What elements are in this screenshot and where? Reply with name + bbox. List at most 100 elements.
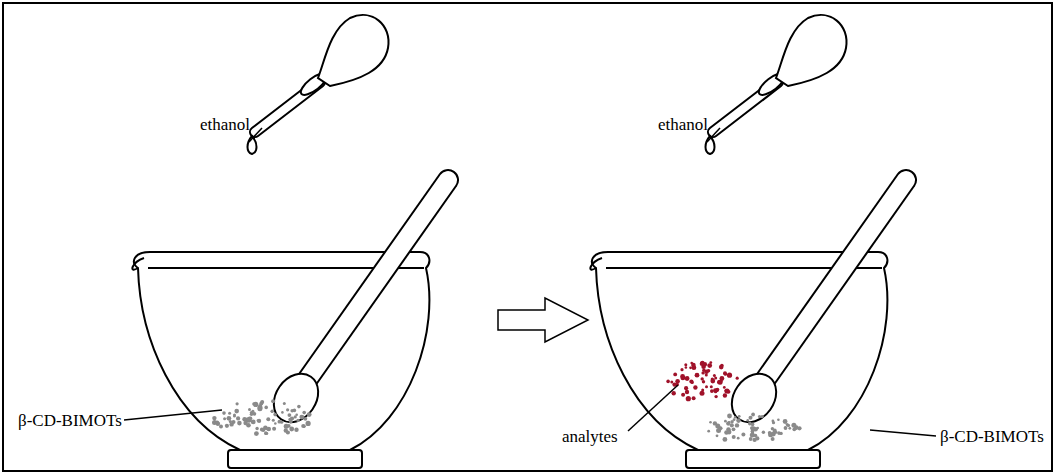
particle — [730, 420, 733, 423]
particle — [287, 424, 291, 428]
particle — [705, 374, 708, 377]
particle — [670, 380, 673, 383]
particle — [684, 363, 687, 366]
text-label: β-CD-BIMOTs — [18, 412, 122, 431]
particle — [727, 414, 732, 419]
particle — [738, 415, 741, 418]
particle — [219, 425, 223, 429]
particle — [236, 416, 240, 420]
particle — [768, 431, 772, 435]
particle — [775, 431, 778, 434]
particle — [783, 419, 788, 424]
particle — [732, 435, 736, 439]
particle — [710, 379, 715, 384]
dropper — [248, 15, 389, 154]
particle — [771, 437, 775, 441]
particle — [236, 402, 239, 405]
particle — [691, 363, 696, 368]
process-arrow — [498, 298, 588, 342]
particle — [714, 395, 717, 398]
particle — [242, 417, 247, 422]
particle — [296, 419, 299, 422]
particle — [726, 422, 730, 426]
particle — [229, 422, 233, 426]
particle — [797, 426, 801, 430]
particle — [723, 393, 727, 397]
particle — [701, 377, 704, 380]
particle — [724, 430, 729, 435]
particle — [680, 374, 685, 379]
particle — [288, 413, 292, 417]
particle — [260, 427, 264, 431]
particle — [736, 418, 741, 423]
particle — [680, 368, 683, 371]
particle — [673, 373, 677, 377]
particle — [735, 423, 739, 427]
text-label: analytes — [562, 428, 618, 447]
particle — [672, 391, 676, 395]
particle — [723, 386, 726, 389]
particle — [260, 400, 264, 404]
particle — [265, 432, 268, 435]
particle — [225, 424, 229, 428]
particle — [286, 430, 290, 434]
particle — [724, 388, 729, 393]
particle — [248, 408, 251, 411]
particle — [266, 428, 269, 431]
particle — [255, 427, 258, 430]
particle — [233, 415, 236, 418]
particle — [681, 393, 685, 397]
particle — [791, 423, 796, 428]
particle — [684, 386, 688, 390]
particle — [772, 421, 775, 424]
particle — [750, 432, 755, 437]
particle — [758, 415, 761, 418]
particle — [254, 431, 259, 436]
particle — [294, 428, 298, 432]
particle — [686, 396, 691, 401]
particle — [273, 413, 277, 417]
particle — [777, 431, 781, 435]
particle — [723, 437, 728, 442]
particle — [302, 411, 306, 415]
particle — [247, 417, 252, 422]
particle — [749, 416, 753, 420]
particle — [693, 385, 697, 389]
particle — [751, 423, 755, 427]
particle — [771, 427, 774, 430]
particle — [710, 385, 713, 388]
particle — [251, 410, 254, 413]
particle — [299, 415, 304, 420]
particle — [297, 405, 301, 409]
particle — [227, 416, 232, 421]
particle — [723, 371, 727, 375]
particle — [271, 399, 275, 403]
leader-lines — [124, 128, 936, 436]
particle — [695, 373, 700, 378]
particle — [751, 413, 755, 417]
particle — [301, 424, 305, 428]
particle — [756, 427, 759, 430]
particle — [707, 430, 710, 433]
particle — [741, 432, 745, 436]
particle — [713, 388, 717, 392]
particle — [685, 366, 688, 369]
particle — [264, 431, 267, 434]
particle — [707, 363, 712, 368]
particle — [283, 402, 286, 405]
particle — [762, 431, 765, 434]
particle — [257, 419, 261, 423]
particle — [737, 437, 740, 440]
particle — [257, 419, 260, 422]
particle — [692, 396, 696, 400]
particle — [719, 365, 724, 370]
text-label: ethanol — [200, 116, 250, 135]
particle — [293, 409, 297, 413]
particle — [666, 380, 670, 384]
particle — [234, 409, 239, 414]
particle — [685, 390, 689, 394]
particle — [713, 421, 717, 425]
particle — [689, 366, 692, 369]
